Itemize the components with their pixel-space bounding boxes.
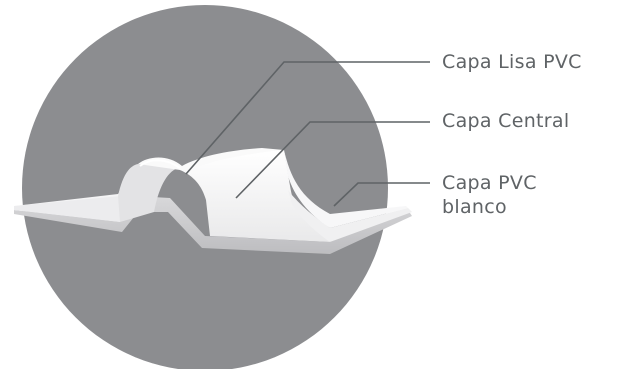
sheet-right-flange [288,190,412,242]
sheet-right-top [284,150,408,228]
leader-line-top [185,61,430,175]
label-capa-lisa-pvc: Capa Lisa PVC [442,51,582,73]
label-capa-pvc-line1: Capa PVC [442,172,537,194]
sheet-edge [14,196,412,254]
leader-line-bottom [333,182,430,207]
leader-line-middle [235,121,430,199]
sheet-ridge-face [180,150,330,242]
label-capa-pvc-blanco: Capa PVC blanco [442,171,537,219]
sheet-left-flange-edge [14,196,120,222]
label-capa-central: Capa Central [442,110,570,132]
label-capa-pvc-line2: blanco [442,196,507,218]
sheet-crest-highlight [139,159,181,169]
sheet-rib-left-slope [118,164,178,222]
